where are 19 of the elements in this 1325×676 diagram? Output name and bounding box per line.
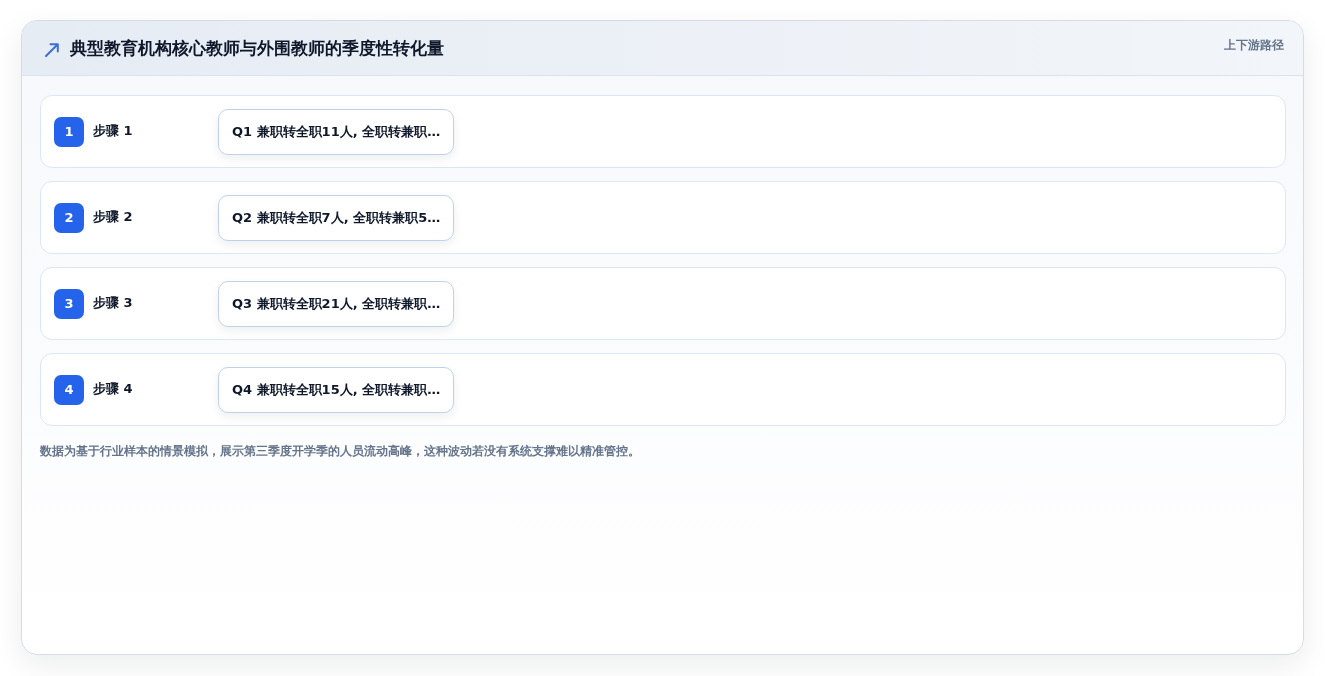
step-label: 步骤 4 [93,380,133,398]
quarter-card: Q3 兼职转全职21人, 全职转兼职… [218,281,455,327]
header-label: 上下游路径 [1224,37,1284,53]
step-row [40,353,1286,426]
step-label: 步骤 1 [93,122,133,140]
number-badge: 1 [54,117,84,147]
step-row [40,95,1286,168]
quarter-card: Q4 兼职转全职15人, 全职转兼职… [218,367,455,413]
footnote: 数据为基于行业样本的情景模拟，展示第三季度开学季的人员流动高峰，这种波动若没有系统支撑难以精准管控。 [40,443,640,460]
step-row [40,181,1286,254]
step-label: 步骤 3 [93,294,133,312]
step-row [40,267,1286,340]
number-badge: 3 [54,289,84,319]
title: 典型教育机构核心教师与外围教师的季度性转化量 [70,37,444,60]
quarter-card: Q2 兼职转全职7人, 全职转兼职5… [218,195,455,241]
number-badge: 4 [54,375,84,405]
step-label: 步骤 2 [93,208,133,226]
quarter-card: Q1 兼职转全职11人, 全职转兼职… [218,109,455,155]
number-badge: 2 [54,203,84,233]
